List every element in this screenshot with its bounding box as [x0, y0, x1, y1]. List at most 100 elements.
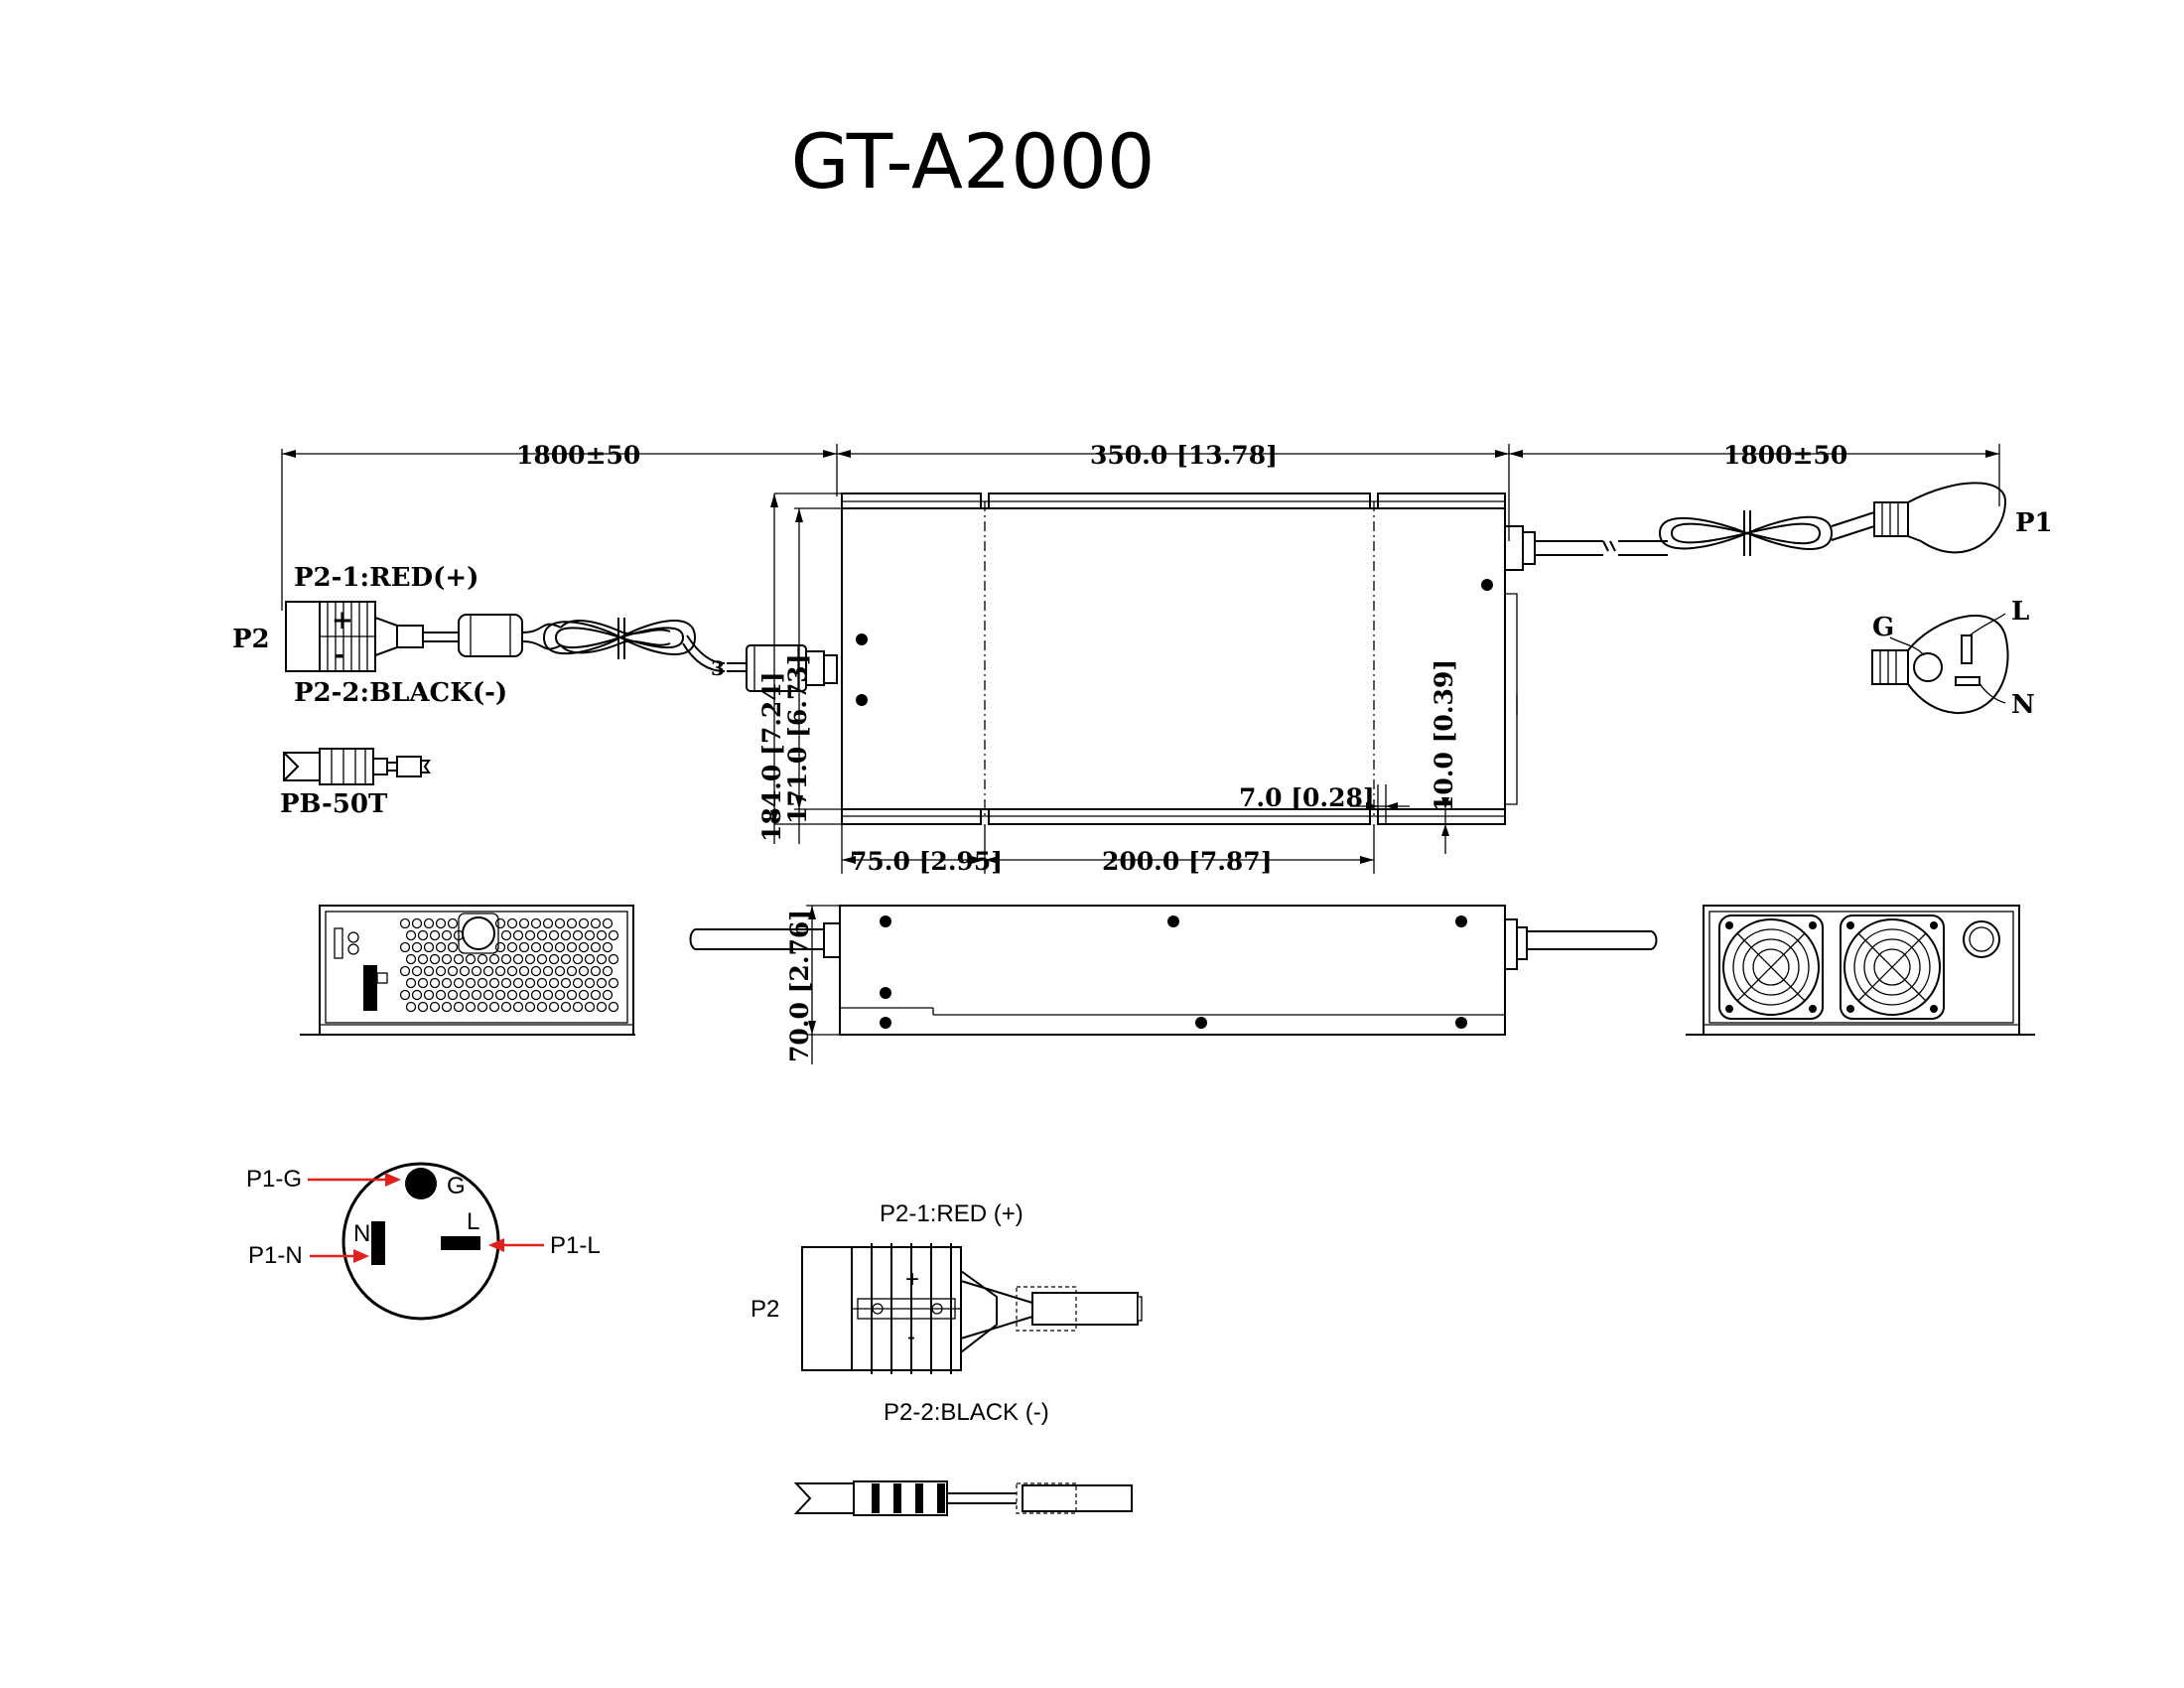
socket-p1-n: P1-N [248, 1242, 303, 1269]
vent-hole [459, 965, 471, 977]
vent-hole [447, 965, 459, 977]
vent-hole [596, 1001, 608, 1013]
dim-offset-10: 10.0 [0.39] [1430, 659, 1458, 812]
vent-hole [566, 941, 578, 953]
vent-hole [524, 929, 536, 941]
dim-height: 70.0 [2.76] [785, 910, 814, 1062]
connector-minus: - [907, 1324, 915, 1350]
connector-p2: P2 [751, 1296, 779, 1323]
vent-hole [608, 929, 619, 941]
vent-hole [584, 953, 596, 965]
vent-hole [512, 953, 524, 965]
vent-hole [435, 917, 447, 929]
vent-hole [453, 1001, 465, 1013]
p2-1-label: P2-1:RED(+) [294, 563, 478, 593]
p1-label: P1 [2015, 508, 2053, 538]
connector-p2-2: P2-2:BLACK (-) [884, 1399, 1049, 1426]
vent-hole [429, 929, 441, 941]
vent-hole [572, 929, 584, 941]
vent-hole [399, 989, 411, 1001]
ground-pin [405, 1168, 437, 1199]
vent-hole [548, 1001, 560, 1013]
vent-hole [506, 989, 518, 1001]
vent-hole [417, 1001, 429, 1013]
vent-hole [608, 953, 619, 965]
vent-hole [423, 989, 435, 1001]
vent-hole [566, 917, 578, 929]
vent-hole [482, 989, 494, 1001]
vent-hole [477, 977, 488, 989]
vent-hole [596, 977, 608, 989]
line-pin [441, 1236, 480, 1250]
vent-hole [477, 1001, 488, 1013]
p2-connector-detail: P2-1:RED (+) P2 P2-2:BLACK (-) + - [751, 1200, 1143, 1516]
dim-pitch-200: 200.0 [7.87] [1102, 847, 1273, 876]
vent-hole [405, 1001, 417, 1013]
vent-hole [494, 941, 506, 953]
vent-hole [518, 965, 530, 977]
vent-hole [429, 953, 441, 965]
p2-2-label: P2-2:BLACK(-) [294, 678, 507, 708]
vent-hole [423, 941, 435, 953]
socket-n-letter: N [353, 1220, 370, 1247]
vent-hole [536, 977, 548, 989]
vent-hole [608, 977, 619, 989]
vent-hole [542, 989, 554, 1001]
vent-hole [441, 929, 453, 941]
vent-hole [572, 1001, 584, 1013]
side-view: 70.0 [2.76] [689, 905, 1658, 1064]
p1-l-label: L [2011, 597, 2029, 627]
cut-mark: 3 [711, 656, 725, 680]
dim-offset-75: 75.0 [2.95] [850, 847, 1003, 876]
dim-offset-small: 7.0 [0.28] [1239, 783, 1375, 812]
vent-hole [554, 917, 566, 929]
vent-hole [435, 989, 447, 1001]
vent-hole [435, 941, 447, 953]
vent-hole [453, 929, 465, 941]
vent-hole [399, 917, 411, 929]
dim-cable-left: 1800±50 [516, 441, 640, 470]
top-dimensions: 1800±50 350.0 [13.78] 1800±50 [281, 441, 2000, 611]
vent-hole [536, 1001, 548, 1013]
vent-hole [554, 941, 566, 953]
vent-hole [530, 989, 542, 1001]
vent-hole [500, 977, 512, 989]
fan-left [1718, 914, 1824, 1020]
vent-hole [411, 989, 423, 1001]
neutral-pin [371, 1221, 385, 1265]
socket-p1-l: P1-L [550, 1232, 601, 1259]
vent-hole [477, 953, 488, 965]
end-view-left [300, 905, 635, 1036]
vent-hole [411, 941, 423, 953]
vent-hole [596, 953, 608, 965]
vent-hole [441, 977, 453, 989]
vent-hole [572, 953, 584, 965]
vent-hole [500, 929, 512, 941]
vent-hole [494, 965, 506, 977]
p1-n-label: N [2011, 690, 2035, 720]
vent-hole [417, 929, 429, 941]
vent-hole [429, 977, 441, 989]
vent-hole [447, 917, 459, 929]
vent-hole [471, 965, 482, 977]
vent-hole [471, 989, 482, 1001]
vent-hole-grid [399, 917, 619, 1013]
vent-hole [512, 1001, 524, 1013]
vent-hole [488, 953, 500, 965]
vent-hole [453, 953, 465, 965]
vent-hole [566, 989, 578, 1001]
vent-hole [578, 965, 590, 977]
vent-hole [524, 953, 536, 965]
pb50t-label: PB-50T [280, 789, 388, 819]
p1-g-label: G [1872, 613, 1894, 642]
vent-hole [542, 917, 554, 929]
vent-hole [602, 941, 614, 953]
model-title: GT-A2000 [790, 117, 1156, 206]
vent-hole [494, 989, 506, 1001]
vent-hole [494, 917, 506, 929]
vent-hole [608, 1001, 619, 1013]
vent-hole [584, 929, 596, 941]
socket-l-letter: L [467, 1208, 479, 1235]
vent-hole [441, 1001, 453, 1013]
